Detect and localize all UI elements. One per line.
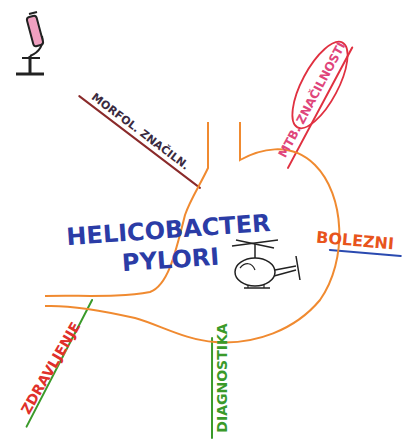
branch-label: ZDRAVLJENJE bbox=[11, 309, 89, 426]
branch-node: ZDRAVLJENJE bbox=[11, 309, 89, 426]
branch-label: MORFOL. ZNAČILN. bbox=[79, 83, 200, 180]
microscope-icon bbox=[0, 0, 70, 85]
branch-node: MTB. ZNAČILNOSTI bbox=[272, 37, 352, 162]
stomach-node: HELICOBACTER PYLORI bbox=[40, 115, 350, 350]
branch-label: DIAGNOSTIKA bbox=[212, 318, 232, 438]
branch-node: BOLEZNI bbox=[309, 226, 401, 256]
branch-node: MORFOL. ZNAČILN. bbox=[79, 83, 200, 180]
branch-node: DIAGNOSTIKA bbox=[212, 318, 232, 438]
branch-line bbox=[211, 338, 213, 438]
branch-label: BOLEZNI bbox=[309, 226, 401, 256]
branch-label: MTB. ZNAČILNOSTI bbox=[272, 37, 352, 162]
central-topic: HELICOBACTER PYLORI bbox=[60, 208, 279, 283]
